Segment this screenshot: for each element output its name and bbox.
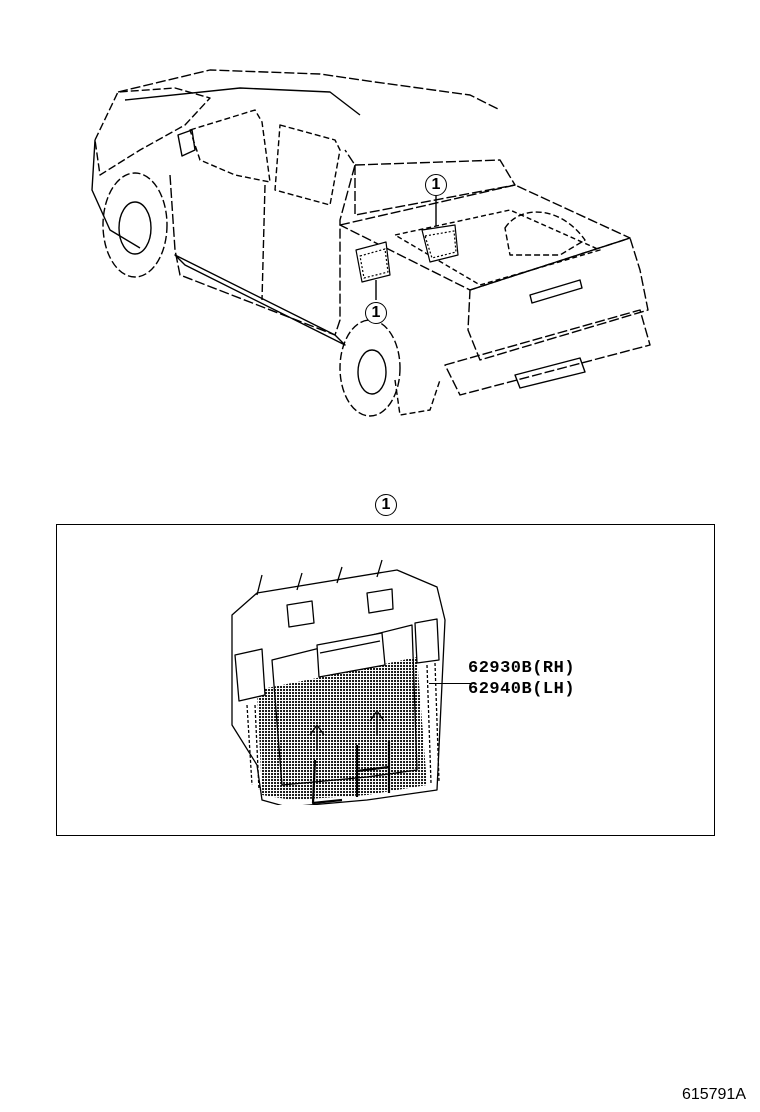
callout-bed-side: 1 (365, 302, 387, 324)
front-grille (91, 139, 141, 249)
figure-code: 615791A (681, 1086, 746, 1103)
rear-wheel (339, 319, 401, 417)
arrow-right-icon (369, 710, 385, 735)
rear-bumper (444, 309, 651, 396)
arrow-left-icon (309, 724, 325, 750)
bumper-step (514, 357, 586, 389)
front-hub (118, 201, 152, 255)
bed-mat-part-front (421, 224, 459, 263)
embossed-l (311, 759, 343, 805)
top-tabs (256, 559, 383, 596)
left-clip (234, 648, 266, 702)
rear-window (274, 124, 341, 206)
step-bar (174, 254, 346, 346)
front-wheel (102, 172, 168, 278)
cab-side (169, 149, 356, 336)
bed-mat-part-side (355, 241, 391, 283)
cab-roofline (124, 87, 361, 116)
tailgate-handle (529, 279, 583, 304)
bed-mat-part-illustration (231, 559, 446, 805)
part-outline (231, 569, 446, 805)
bed-front-wall (354, 159, 516, 216)
bed-side-top (339, 184, 631, 291)
callout-detail-header: 1 (375, 494, 397, 516)
embossed-h (355, 741, 391, 797)
side-mirror (177, 129, 196, 157)
part-leader-line (429, 683, 473, 685)
tailgate (467, 237, 649, 361)
callout-bed-front: 1 (425, 174, 447, 196)
bed-floor (394, 209, 601, 286)
mud-flap (394, 379, 441, 416)
pickup-truck-illustration (91, 69, 651, 417)
rear-hub (357, 349, 387, 395)
part-detail-box: 62930B(RH) 62940B(LH) (56, 524, 715, 836)
door-line (261, 184, 266, 301)
hood (94, 87, 211, 176)
side-ribs (246, 662, 440, 791)
inner-panel (271, 624, 418, 786)
front-window (189, 109, 271, 183)
part-number-lh: 62940B(LH) (468, 680, 576, 699)
wheel-well (504, 211, 586, 256)
top-strap (286, 588, 394, 628)
part-dotted-panel (257, 657, 427, 800)
cab-roof (117, 69, 501, 111)
right-clip (414, 618, 440, 664)
part-number-rh: 62930B(RH) (468, 659, 576, 678)
